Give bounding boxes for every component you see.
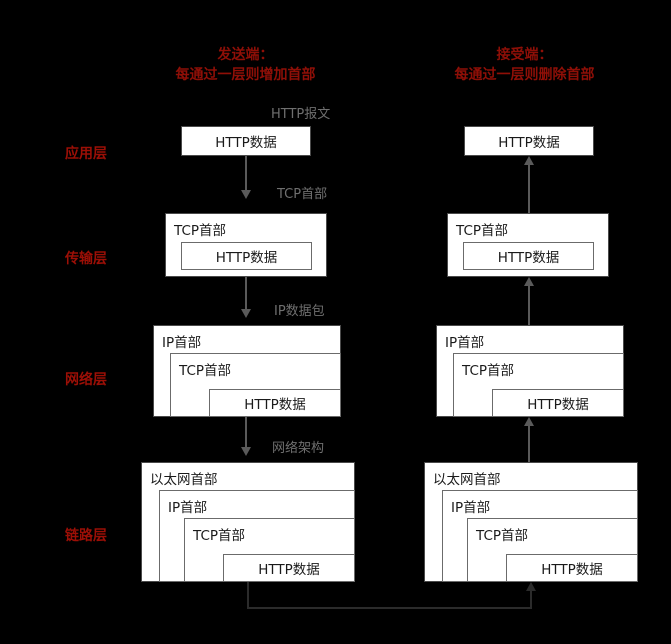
transmission-connector-down: [247, 582, 249, 609]
sender-connector-app-to-transport: [245, 156, 247, 192]
receiver-heading: 接受端： 每通过一层则删除首部: [422, 45, 627, 85]
annotation-http-message: HTTP报文: [271, 107, 331, 122]
box-label-http-data: HTTP数据: [527, 397, 589, 413]
layer-label-transport: 传输层: [65, 251, 107, 267]
receiver-transport-http-data-box: HTTP数据: [463, 242, 594, 270]
annotation-ip-packet: IP数据包: [274, 304, 325, 319]
sender-connector-network-to-link: [245, 417, 247, 449]
annotation-tcp-header: TCP首部: [277, 187, 328, 202]
sender-link-http-data-box: HTTP数据: [223, 554, 355, 582]
box-label-tcp-header: TCP首部: [174, 223, 227, 239]
sender-app-http-data-box: HTTP数据: [181, 126, 311, 156]
sender-transport-http-data-box: HTTP数据: [181, 242, 312, 270]
receiver-connector-link-to-network: [528, 426, 530, 462]
annotation-network-frame: 网络架构: [272, 441, 325, 456]
layer-label-link: 链路层: [65, 528, 107, 544]
box-label-http-data: HTTP数据: [541, 562, 603, 578]
box-label-ip-header: IP首部: [445, 335, 485, 351]
box-label-http-data: HTTP数据: [244, 397, 306, 413]
box-label-http-data: HTTP数据: [258, 562, 320, 578]
sender-subtitle: 每通过一层则增加首部: [175, 67, 316, 83]
receiver-arrow-transport-to-app: [524, 156, 534, 165]
sender-arrow-network-to-link: [241, 447, 251, 456]
receiver-arrow-network-to-transport: [524, 277, 534, 286]
receiver-app-http-data-box: HTTP数据: [464, 126, 594, 156]
receiver-title: 接受端：: [496, 47, 553, 63]
box-label-tcp-header: TCP首部: [179, 363, 232, 379]
receiver-subtitle: 每通过一层则删除首部: [454, 67, 595, 83]
box-label-http-data: HTTP数据: [497, 250, 560, 266]
sender-title: 发送端：: [217, 47, 274, 63]
receiver-link-http-data-box: HTTP数据: [506, 554, 638, 582]
sender-connector-transport-to-network: [245, 277, 247, 311]
sender-arrow-app-to-transport: [241, 190, 251, 199]
box-label-ip-header: IP首部: [168, 500, 208, 516]
box-label-ip-header: IP首部: [162, 335, 202, 351]
box-label-tcp-header: TCP首部: [193, 528, 246, 544]
receiver-arrow-link-to-network: [524, 417, 534, 426]
sender-arrow-transport-to-network: [241, 309, 251, 318]
box-label-ethernet-header: 以太网首部: [433, 472, 501, 488]
layer-label-application: 应用层: [65, 146, 107, 162]
receiver-network-http-data-box: HTTP数据: [492, 389, 624, 417]
transmission-arrow-to-receiver: [526, 582, 536, 591]
sender-heading: 发送端： 每通过一层则增加首部: [143, 45, 348, 85]
box-label-tcp-header: TCP首部: [476, 528, 529, 544]
box-label-tcp-header: TCP首部: [462, 363, 515, 379]
receiver-connector-transport-to-app: [528, 165, 530, 213]
sender-network-http-data-box: HTTP数据: [209, 389, 341, 417]
box-label-ip-header: IP首部: [451, 500, 491, 516]
box-label-http-data: HTTP数据: [215, 135, 277, 151]
receiver-connector-network-to-transport: [528, 286, 530, 325]
box-label-http-data: HTTP数据: [498, 135, 560, 151]
transmission-connector-across: [247, 607, 532, 609]
box-label-ethernet-header: 以太网首部: [150, 472, 218, 488]
transmission-connector-up: [530, 591, 532, 609]
box-label-tcp-header: TCP首部: [456, 223, 509, 239]
layer-label-network: 网络层: [65, 372, 107, 388]
box-label-http-data: HTTP数据: [215, 250, 278, 266]
